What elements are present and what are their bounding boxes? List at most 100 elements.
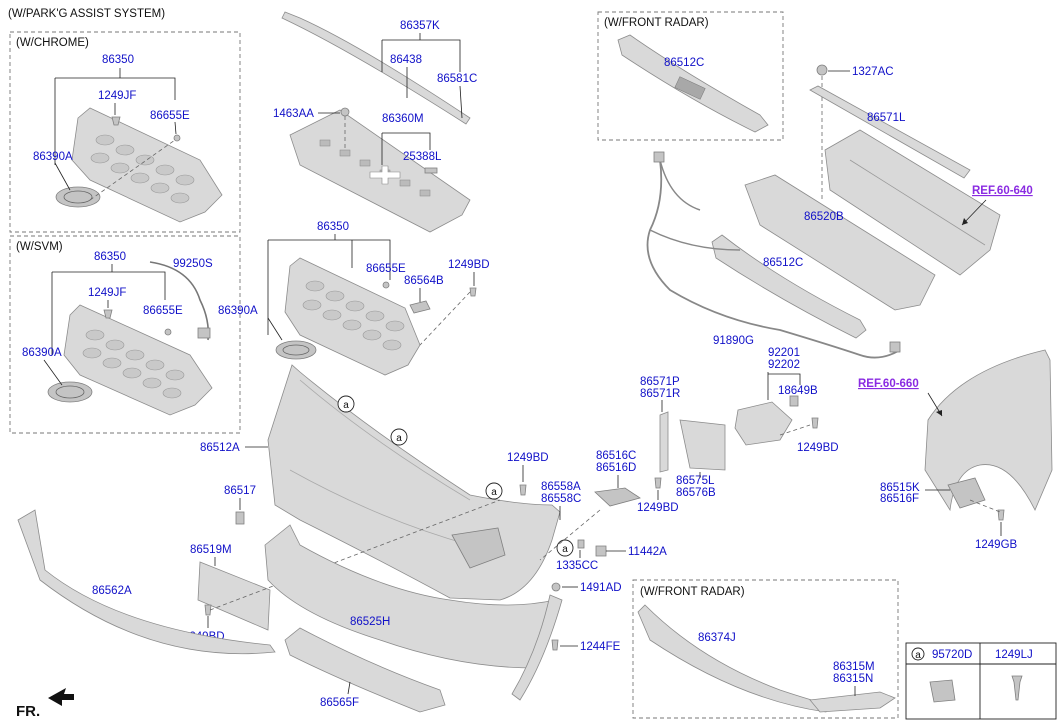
label-86520B: 86520B xyxy=(804,211,844,223)
emblem-svm xyxy=(47,381,93,403)
label-86571R: 86571R xyxy=(640,388,680,400)
callout-a-3: a xyxy=(491,487,497,498)
grille-bracket-86564B xyxy=(409,300,431,314)
label-86512C-mid: 86512C xyxy=(763,257,803,269)
lower-grille-86512C xyxy=(711,234,867,339)
label-86512A: 86512A xyxy=(200,442,240,454)
label-1249JF-chrome: 1249JF xyxy=(98,90,136,102)
label-86571L: 86571L xyxy=(867,112,906,124)
svm-box xyxy=(9,235,241,434)
radar-box-bottom xyxy=(632,579,899,719)
label-86360M: 86360M xyxy=(382,113,424,125)
side-strip xyxy=(511,594,563,701)
svm-camera xyxy=(197,327,211,339)
lower-grille-86565F xyxy=(284,627,446,713)
label-86516F: 86516F xyxy=(880,493,919,505)
label-86564B-main: 86564B xyxy=(404,275,444,287)
front-arrow-icon xyxy=(48,688,74,706)
callout-a-2: a xyxy=(396,433,402,444)
header-svm: (W/SVM) xyxy=(16,241,63,253)
label-86350-svm: 86350 xyxy=(94,251,126,263)
grille-svm xyxy=(47,261,213,416)
label-86571P: 86571P xyxy=(640,376,680,388)
moulding-86315M xyxy=(809,691,896,713)
label-86655E-svm: 86655E xyxy=(143,305,183,317)
label-86525H: 86525H xyxy=(350,616,390,628)
label-1249BD-sensor: 1249BD xyxy=(797,442,839,454)
wiring-harness xyxy=(646,159,901,359)
label-86655E-main: 86655E xyxy=(366,263,406,275)
plug-86517 xyxy=(235,511,245,525)
label-1249GB: 1249GB xyxy=(975,539,1018,551)
label-86350-chrome: 86350 xyxy=(102,54,134,66)
header-radar-bottom: (W/FRONT RADAR) xyxy=(640,586,745,598)
label-86515K: 86515K xyxy=(880,482,920,494)
screw-chrome xyxy=(111,116,121,126)
label-1491AD: 1491AD xyxy=(580,582,622,594)
fender-bracket xyxy=(947,477,986,509)
label-86438: 86438 xyxy=(390,54,422,66)
label-86581C: 86581C xyxy=(437,73,477,85)
label-1249BD-bumper: 1249BD xyxy=(507,452,549,464)
label-86390A-main: 86390A xyxy=(218,305,258,317)
label-11442A: 11442A xyxy=(628,546,667,558)
label-86390A-svm: 86390A xyxy=(22,347,62,359)
clip-chrome xyxy=(173,134,181,142)
label-92202: 92202 xyxy=(768,359,800,371)
label-86558C: 86558C xyxy=(541,493,581,505)
label-86516C: 86516C xyxy=(596,450,636,462)
callout-a-4: a xyxy=(562,544,568,555)
callout-a-1: a xyxy=(343,400,349,411)
bumper-bracket xyxy=(594,487,641,507)
license-plate-bracket xyxy=(197,561,271,631)
label-1327AC: 1327AC xyxy=(852,66,894,78)
label-1249BD-bracket: 1249BD xyxy=(637,502,679,514)
label-86512C-top: 86512C xyxy=(664,57,704,69)
header-parking-assist: (W/PARK'G ASSIST SYSTEM) xyxy=(8,8,165,20)
label-86390A-chrome: 86390A xyxy=(33,151,73,163)
legend-marker: a xyxy=(915,650,921,661)
label-86315N: 86315N xyxy=(833,673,873,685)
label-86519M: 86519M xyxy=(190,544,232,556)
bolt-11442A xyxy=(595,545,607,557)
legend-95720D: 95720D xyxy=(932,649,972,661)
label-86374J: 86374J xyxy=(698,632,736,644)
grille-main xyxy=(275,257,477,376)
label-25388L: 25388L xyxy=(403,151,442,163)
lower-lip-moulding xyxy=(17,509,276,655)
label-92201: 92201 xyxy=(768,347,800,359)
label-1335CC: 1335CC xyxy=(556,560,598,572)
grille-chrome xyxy=(55,107,223,223)
label-86575L: 86575L xyxy=(676,475,715,487)
beam-seal-86571L xyxy=(809,85,971,179)
header-radar-top: (W/FRONT RADAR) xyxy=(604,17,709,29)
label-86558A: 86558A xyxy=(541,481,581,493)
label-1463AA: 1463AA xyxy=(273,108,314,120)
screw-icon xyxy=(1011,675,1023,701)
lower-moulding-86374J xyxy=(637,604,831,713)
label-91890G: 91890G xyxy=(713,335,754,347)
fog-lamp xyxy=(734,401,793,446)
label-86517: 86517 xyxy=(224,485,256,497)
sensor-holder-icon xyxy=(929,679,956,703)
label-99250S-svm: 99250S xyxy=(173,258,213,270)
ref-60-640: REF.60-640 xyxy=(972,185,1033,197)
header-chrome: (W/CHROME) xyxy=(16,37,89,49)
front-direction-label: FR. xyxy=(16,703,40,720)
label-1249JF-svm: 1249JF xyxy=(88,287,126,299)
side-seal-86571P xyxy=(659,411,669,473)
nut-1327AC xyxy=(816,64,828,76)
label-86565F: 86565F xyxy=(320,697,359,709)
label-86315M: 86315M xyxy=(833,661,875,673)
label-18649B: 18649B xyxy=(778,385,818,397)
fog-lamp-opening xyxy=(451,527,506,569)
front-fender xyxy=(924,349,1053,512)
energy-absorber xyxy=(744,174,936,311)
label-1249BD-main: 1249BD xyxy=(448,259,490,271)
label-86357K: 86357K xyxy=(400,20,440,32)
svm-camera-wire xyxy=(149,261,210,341)
label-1244FE: 1244FE xyxy=(580,641,621,653)
air-guide xyxy=(679,419,726,471)
label-86350-main: 86350 xyxy=(317,221,349,233)
